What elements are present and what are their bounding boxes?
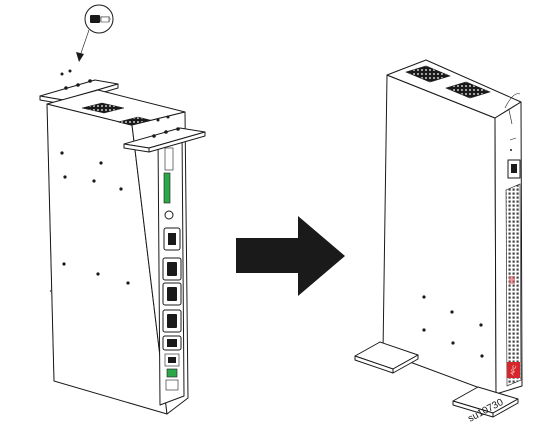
status-indicator xyxy=(509,276,515,284)
top-vent-grille xyxy=(445,81,491,99)
apc-logo: APC xyxy=(507,362,520,378)
side-screw-holes xyxy=(422,295,484,358)
right-arrow-icon xyxy=(236,216,345,296)
stabilizer-foot xyxy=(452,386,519,418)
mounting-bracket-bottom xyxy=(60,69,206,153)
svg-text:APC: APC xyxy=(510,364,519,376)
top-vent-grille xyxy=(81,102,125,114)
top-vent-grille xyxy=(405,65,451,83)
status-green-label xyxy=(163,172,171,204)
ups-tower-orientation: APC xyxy=(354,59,523,425)
stabilizer-foot xyxy=(354,341,419,374)
front-vent xyxy=(505,183,522,387)
rear-panel-ports xyxy=(162,147,182,391)
side-screw-holes xyxy=(60,151,130,285)
screw-callout-icon xyxy=(76,4,114,62)
tower-side-panel xyxy=(382,74,497,395)
ups-rack-orientation xyxy=(39,4,206,415)
